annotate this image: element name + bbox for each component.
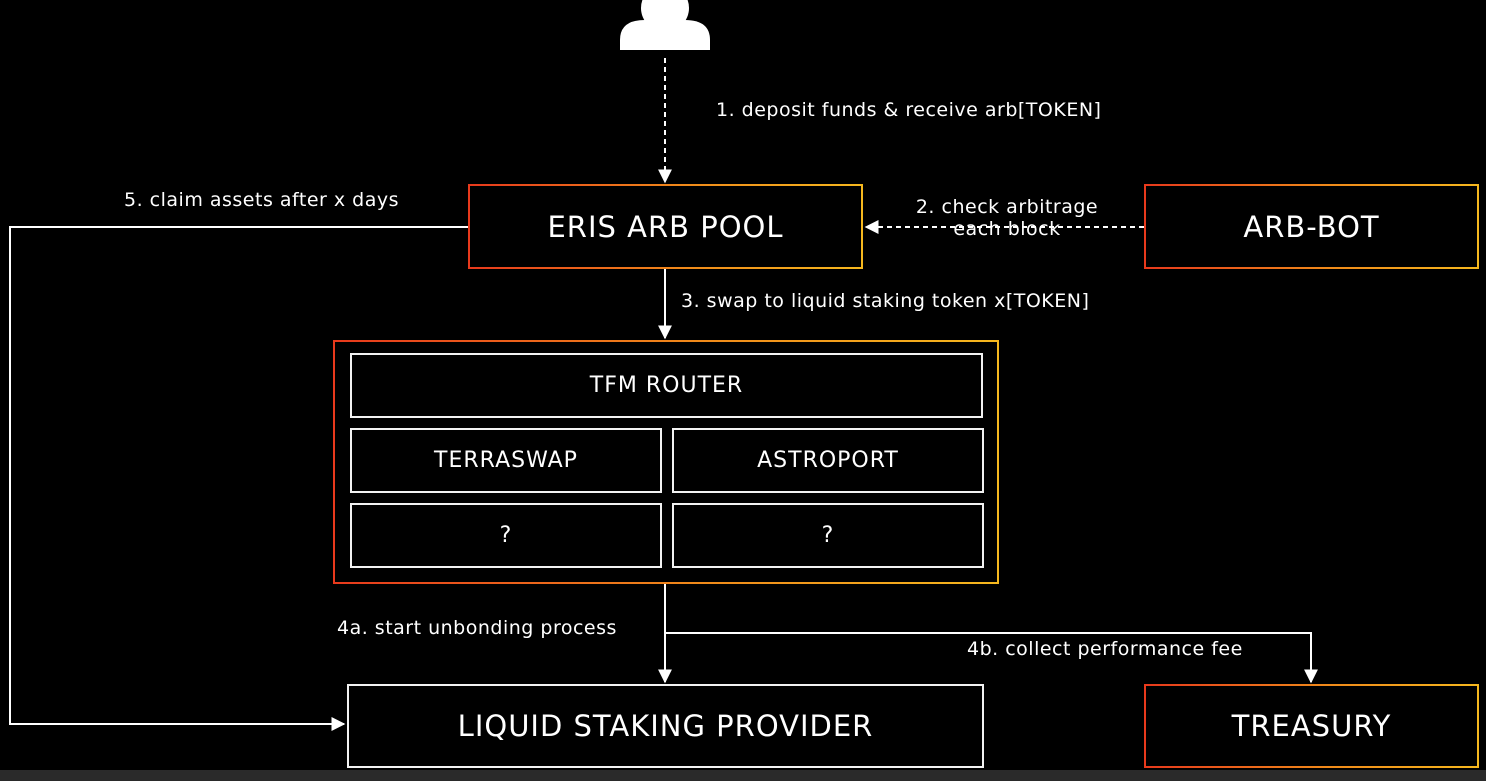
user-icon — [620, 0, 710, 50]
node-arb-bot: ARB-BOT — [1144, 184, 1479, 269]
node-eris-arb-pool-label: ERIS ARB POOL — [547, 209, 784, 244]
edge-claim-assets — [9, 226, 469, 731]
node-unknown-dex-2: ? — [672, 503, 984, 568]
node-liquid-staking-provider: LIQUID STAKING PROVIDER — [347, 684, 984, 768]
node-treasury: TREASURY — [1144, 684, 1479, 768]
edge-label-step1: 1. deposit funds & receive arb[TOKEN] — [716, 99, 1102, 121]
edge-label-step4a: 4a. start unbonding process — [337, 617, 617, 639]
node-unknown-dex-1: ? — [350, 503, 662, 568]
node-eris-arb-pool: ERIS ARB POOL — [468, 184, 863, 269]
edge-performance-fee — [665, 632, 1318, 684]
node-treasury-label: TREASURY — [1231, 709, 1392, 743]
node-router-group — [333, 340, 999, 584]
node-unknown-dex-2-label: ? — [821, 523, 835, 548]
edge-label-step3: 3. swap to liquid staking token x[TOKEN] — [681, 290, 1090, 312]
node-arb-bot-label: ARB-BOT — [1243, 209, 1380, 244]
node-terraswap: TERRASWAP — [350, 428, 662, 493]
bottom-strip — [0, 770, 1486, 781]
node-terraswap-label: TERRASWAP — [434, 448, 578, 473]
edge-label-step4b: 4b. collect performance fee — [967, 638, 1243, 660]
edge-label-step2-line2: each block — [953, 218, 1061, 240]
node-tfm-router: TFM ROUTER — [350, 353, 983, 418]
edge-label-step2-line1: 2. check arbitrage — [915, 196, 1099, 218]
edge-label-step5: 5. claim assets after x days — [124, 189, 399, 211]
node-astroport: ASTROPORT — [672, 428, 984, 493]
node-unknown-dex-1-label: ? — [499, 523, 513, 548]
node-astroport-label: ASTROPORT — [757, 448, 899, 473]
node-liquid-staking-provider-label: LIQUID STAKING PROVIDER — [457, 709, 874, 743]
edge-label-step2: 2. check arbitrage each block — [900, 196, 1114, 240]
node-tfm-router-label: TFM ROUTER — [589, 373, 744, 398]
